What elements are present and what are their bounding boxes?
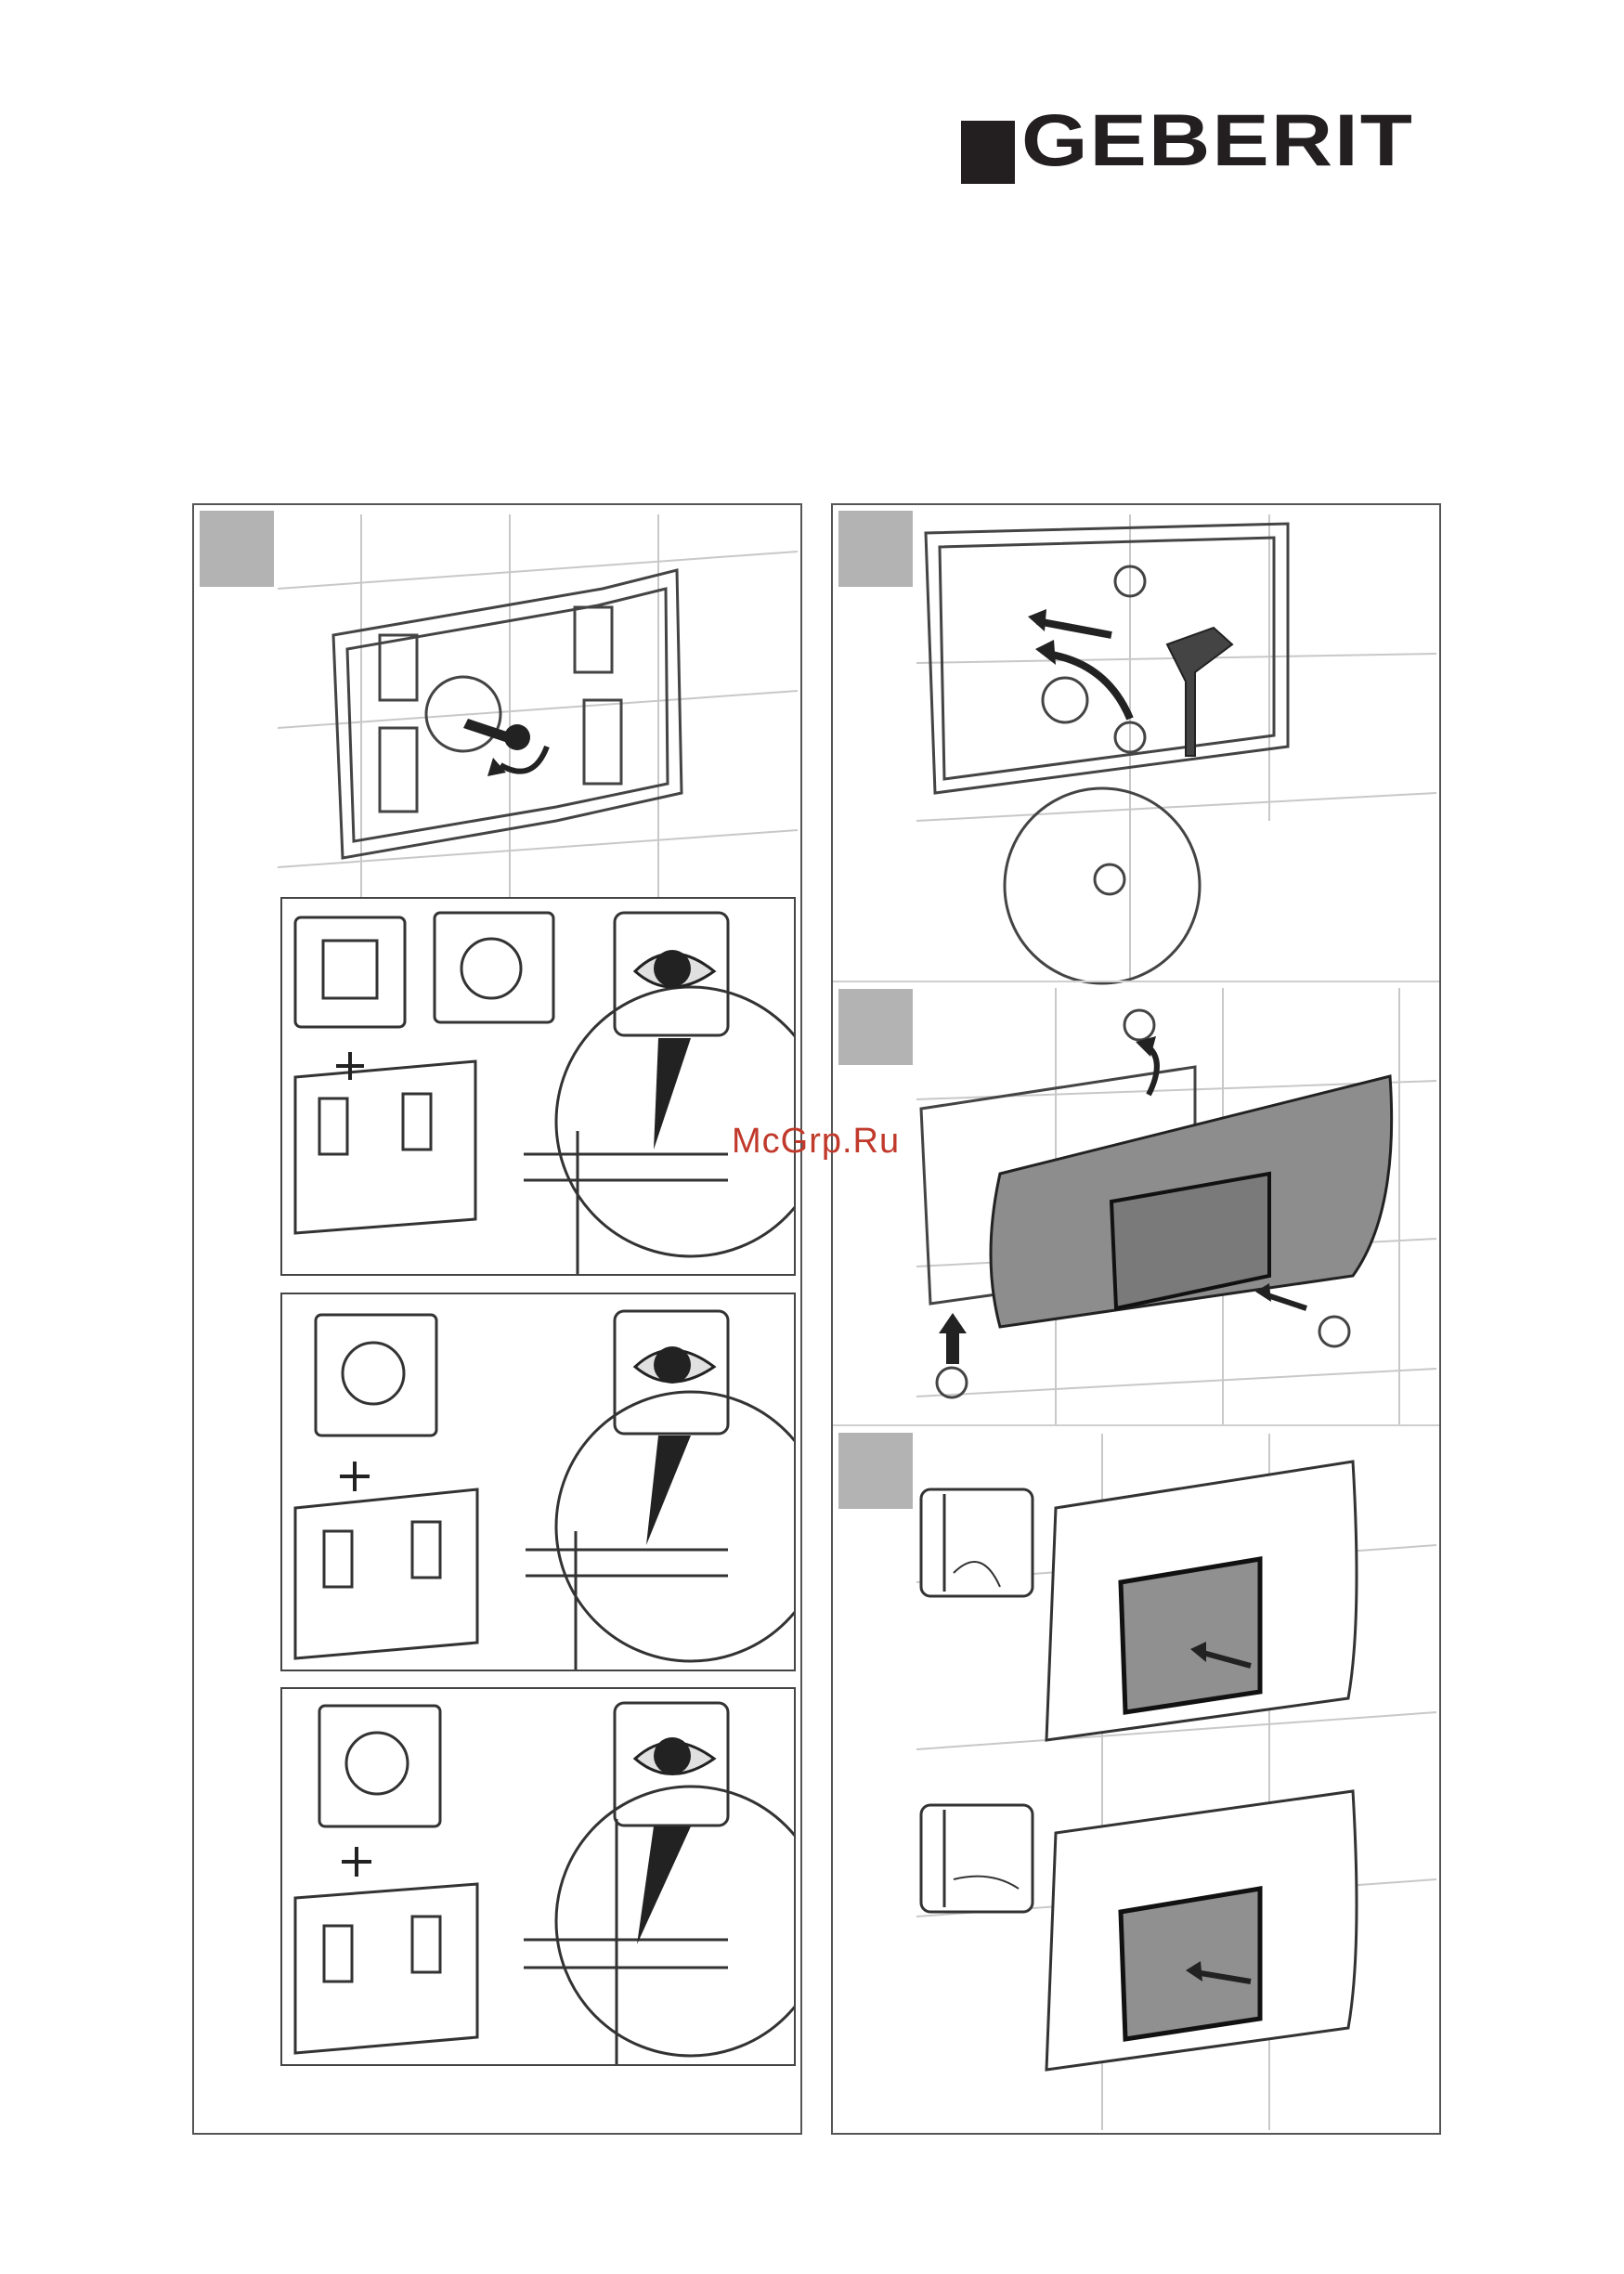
step-divider-2: [833, 1424, 1439, 1426]
wall-frame-screw-adjust-illustration: [278, 514, 798, 904]
logo-square-mark: [961, 121, 1015, 184]
compatibility-check-panel-2: [280, 1293, 796, 1671]
step-marker-3: [838, 989, 913, 1065]
step-marker-1: [200, 511, 274, 587]
left-instruction-panel: [192, 503, 802, 2135]
right-instruction-panel: [831, 503, 1441, 2135]
step-marker-2: [838, 511, 913, 587]
step-divider-1: [833, 981, 1439, 982]
logo-wordmark: GEBERIT: [1021, 104, 1414, 177]
flush-plate-compatibility-check-3: [282, 1689, 796, 2066]
compatibility-check-panel-3: [280, 1687, 796, 2066]
flush-plate-compatibility-check-1: [282, 899, 796, 1276]
hang-flush-plate-illustration: [916, 988, 1436, 1424]
press-flush-button-illustration: [916, 1434, 1436, 2130]
step-marker-4: [838, 1433, 913, 1509]
compatibility-check-panel-1: [280, 897, 796, 1276]
insert-holder-clip-illustration: [916, 514, 1436, 979]
watermark-text: McGrp.Ru: [732, 1122, 900, 1162]
flush-plate-compatibility-check-2: [282, 1294, 796, 1671]
